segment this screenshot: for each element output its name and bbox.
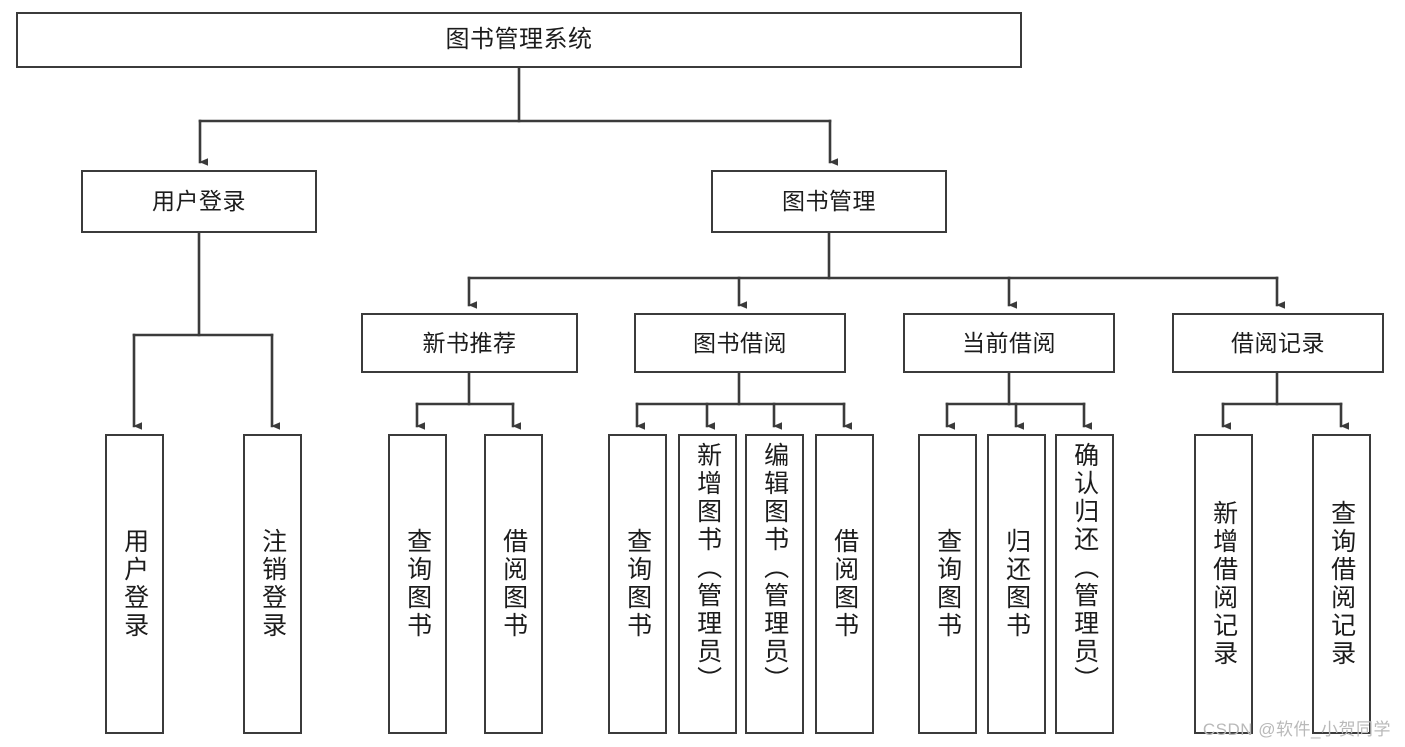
node-borrow-record[interactable]: 借阅记录 xyxy=(1172,313,1384,373)
leaf-edit-book-admin[interactable]: 编辑图书（管理员） xyxy=(745,434,804,734)
leaf-new-book-query[interactable]: 查询图书 xyxy=(388,434,447,734)
node-new-book-recommend[interactable]: 新书推荐 xyxy=(361,313,578,373)
leaf-user-login[interactable]: 用户登录 xyxy=(105,434,164,734)
leaf-query-borrow-record[interactable]: 查询借阅记录 xyxy=(1312,434,1371,734)
node-root-system[interactable]: 图书管理系统 xyxy=(16,12,1022,68)
node-label: 图书管理 xyxy=(782,188,876,215)
node-label: 图书管理系统 xyxy=(445,26,593,54)
node-label: 用户登录 xyxy=(152,188,246,215)
leaf-new-book-borrow[interactable]: 借阅图书 xyxy=(484,434,543,734)
node-user-login[interactable]: 用户登录 xyxy=(81,170,317,233)
node-book-management[interactable]: 图书管理 xyxy=(711,170,947,233)
node-label: 查询借阅记录 xyxy=(1327,500,1356,668)
node-label: 借阅记录 xyxy=(1231,329,1325,356)
leaf-confirm-return-admin[interactable]: 确认归还（管理员） xyxy=(1055,434,1114,734)
node-book-borrow[interactable]: 图书借阅 xyxy=(634,313,846,373)
node-label: 用户登录 xyxy=(120,528,149,640)
node-label: 查询图书 xyxy=(933,528,962,640)
node-label: 查询图书 xyxy=(403,528,432,640)
node-label: 借阅图书 xyxy=(499,528,528,640)
node-label: 编辑图书（管理员） xyxy=(760,442,789,694)
leaf-borrow-book[interactable]: 借阅图书 xyxy=(815,434,874,734)
node-label: 新书推荐 xyxy=(422,329,517,356)
node-label: 确认归还（管理员） xyxy=(1070,442,1099,694)
node-label: 归还图书 xyxy=(1002,528,1031,640)
leaf-add-book-admin[interactable]: 新增图书（管理员） xyxy=(678,434,737,734)
leaf-add-borrow-record[interactable]: 新增借阅记录 xyxy=(1194,434,1253,734)
node-current-borrow[interactable]: 当前借阅 xyxy=(903,313,1115,373)
node-label: 当前借阅 xyxy=(962,329,1056,356)
node-label: 查询图书 xyxy=(623,528,652,640)
node-label: 借阅图书 xyxy=(830,528,859,640)
leaf-current-query-book[interactable]: 查询图书 xyxy=(918,434,977,734)
node-label: 注销登录 xyxy=(258,528,287,640)
leaf-borrow-query-book[interactable]: 查询图书 xyxy=(608,434,667,734)
node-label: 新增借阅记录 xyxy=(1209,500,1238,668)
leaf-logout[interactable]: 注销登录 xyxy=(243,434,302,734)
leaf-return-book[interactable]: 归还图书 xyxy=(987,434,1046,734)
watermark-text: CSDN @软件_小贺同学 xyxy=(1202,720,1391,739)
node-label: 图书借阅 xyxy=(693,329,787,356)
node-label: 新增图书（管理员） xyxy=(693,442,722,694)
